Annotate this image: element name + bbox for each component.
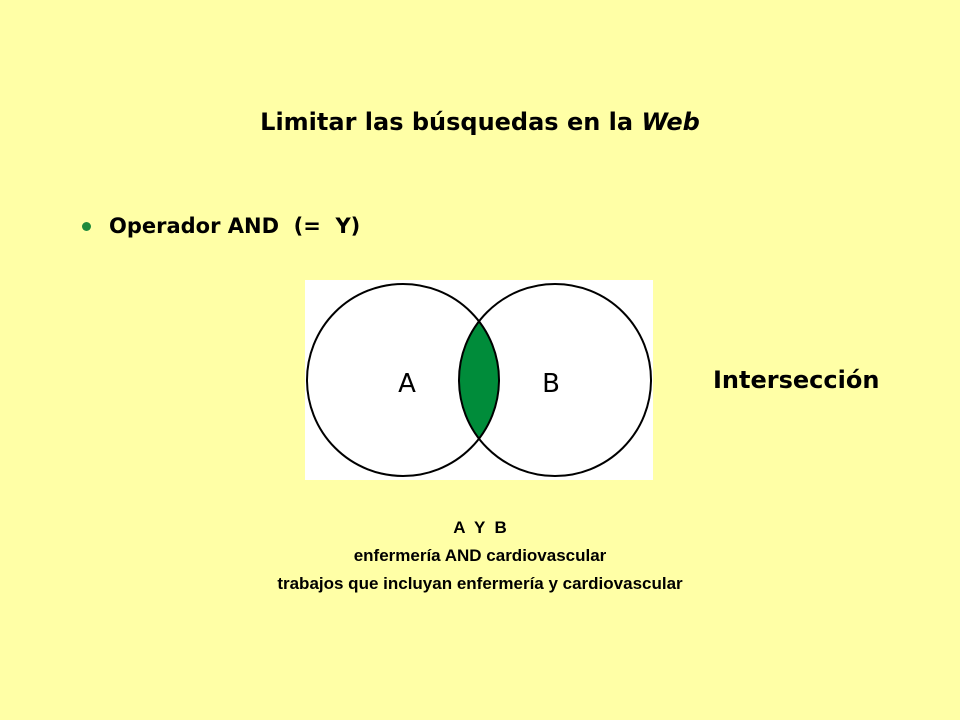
venn-diagram: A B <box>305 280 653 480</box>
set-b-circle <box>458 283 652 477</box>
caption-query: enfermería AND cardiovascular <box>353 546 607 565</box>
bullet-dot-icon <box>82 222 91 231</box>
slide-title-main: Limitar las búsquedas en la <box>260 108 642 136</box>
intersection-label: Intersección <box>713 366 880 394</box>
caption-sets: A Y B <box>453 518 507 537</box>
slide-title: Limitar las búsquedas en la Web <box>0 108 960 136</box>
bullet-item: Operador AND (= Y) <box>82 214 360 238</box>
slide-title-italic: Web <box>641 108 700 136</box>
set-a-label: A <box>398 369 416 399</box>
caption-description: trabajos que incluyan enfermería y cardi… <box>277 574 683 593</box>
venn-svg: A B <box>306 283 652 477</box>
set-b-label: B <box>542 369 560 399</box>
bullet-text: Operador AND (= Y) <box>109 214 361 238</box>
set-a-circle <box>306 283 500 477</box>
